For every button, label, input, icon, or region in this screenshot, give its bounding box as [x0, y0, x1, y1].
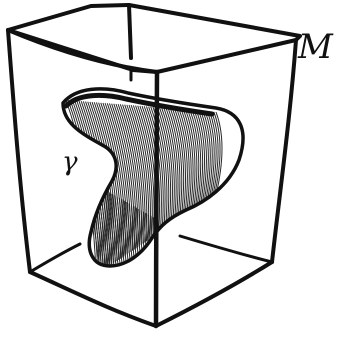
- manifold-label: M: [297, 27, 334, 67]
- box-back-bottom-left-edge: [30, 244, 80, 272]
- box-bottom-right-edge: [156, 262, 272, 326]
- box-back-bottom-right-edge: [180, 236, 272, 262]
- box-back-top-vertical: [129, 5, 131, 58]
- box-right-edge: [272, 40, 296, 262]
- box-front-edge: [156, 72, 157, 326]
- box-bottom-left-edge: [30, 272, 156, 326]
- curve-label: γ: [62, 147, 78, 177]
- box-top-face: [8, 5, 300, 72]
- box-left-edge: [8, 30, 30, 272]
